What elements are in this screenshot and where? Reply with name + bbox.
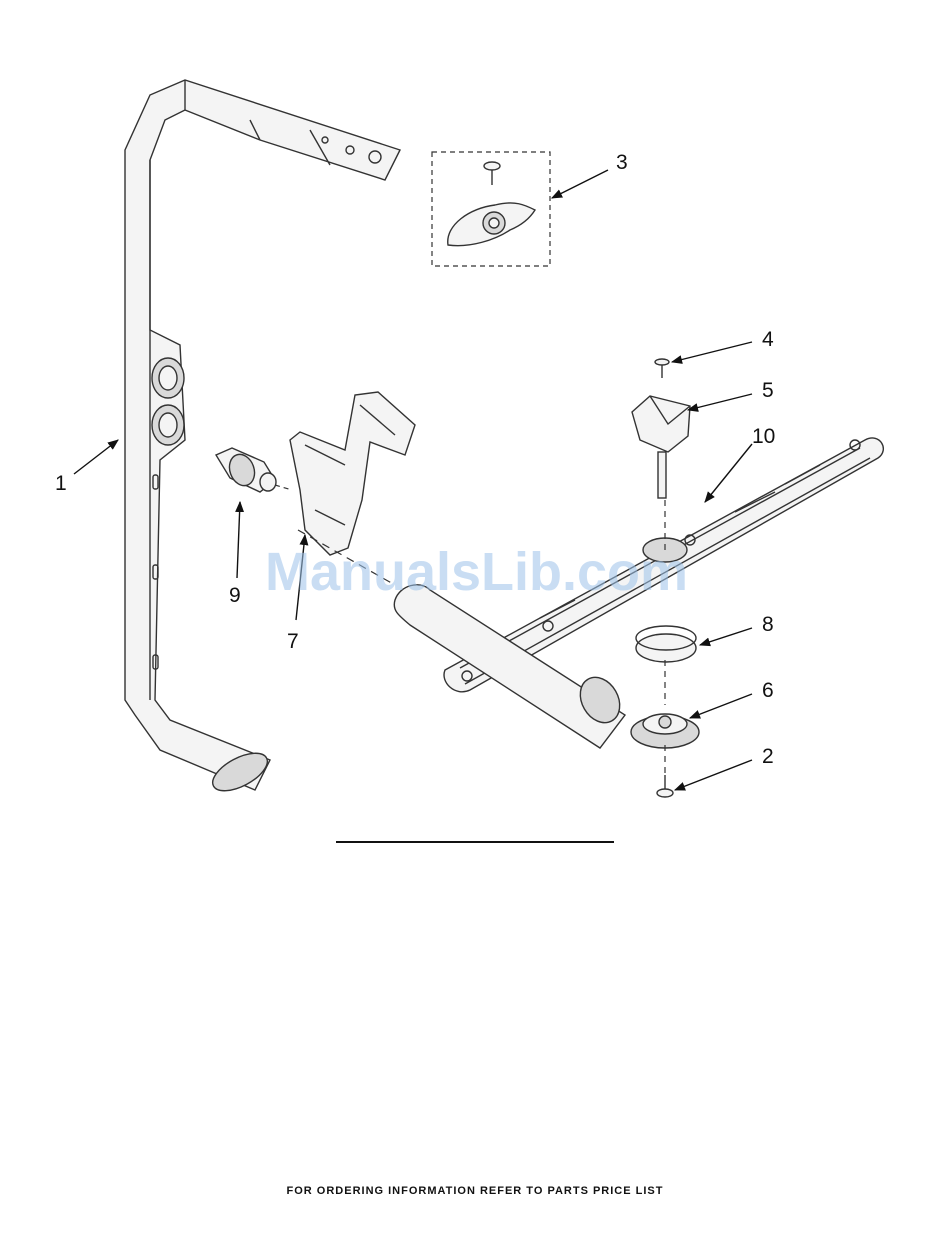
part-7-bracket: [290, 392, 415, 555]
callout-5: 5: [762, 379, 774, 402]
part-6-hub: [394, 585, 699, 748]
callout-6: 6: [762, 679, 774, 702]
part-9-plug: [216, 448, 276, 492]
part-4-screw: [655, 359, 669, 378]
callout-1: 1: [55, 472, 67, 495]
leader-lines: [74, 170, 752, 790]
part-3-assembly: [432, 152, 550, 266]
part-5-clip: [632, 396, 690, 498]
callout-7: 7: [287, 630, 299, 653]
callout-2: 2: [762, 745, 774, 768]
callout-8: 8: [762, 613, 774, 636]
callout-3: 3: [616, 151, 628, 174]
callout-9: 9: [229, 584, 241, 607]
footer-note: FOR ORDERING INFORMATION REFER TO PARTS …: [0, 1185, 950, 1197]
watermark-text: ManualsLib.com: [265, 542, 688, 602]
callout-4: 4: [762, 328, 774, 351]
callout-10: 10: [752, 425, 775, 448]
part-8-ring: [636, 626, 696, 662]
part-2-screw: [657, 775, 673, 797]
